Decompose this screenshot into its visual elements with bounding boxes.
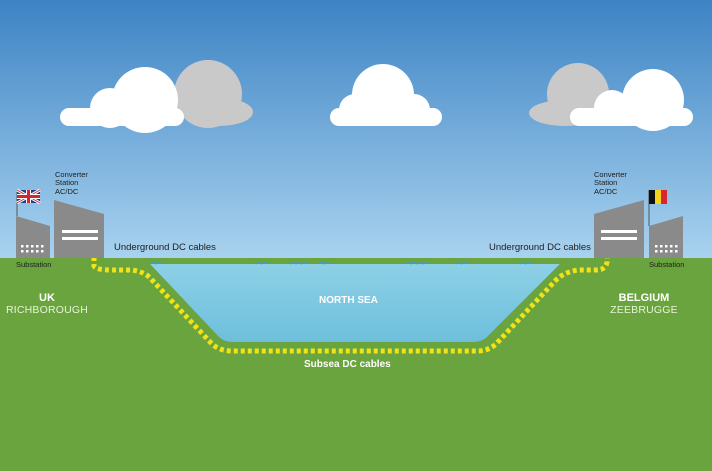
cloud-right [529, 63, 693, 131]
left-converter-line-2: Station [55, 178, 79, 188]
wave-ripples [149, 261, 533, 265]
subsea-cables-label: Subsea DC cables [304, 359, 391, 370]
left-converter-station [54, 200, 104, 258]
left-converter-line-1: Converter [55, 170, 88, 179]
dc-cable [91, 250, 610, 354]
underground-cables-right-label: Underground DC cables [489, 242, 591, 253]
left-converter-line-3: AC/DC [55, 186, 79, 196]
underground-cables-left-label: Underground DC cables [114, 242, 216, 253]
left-town-label: RICHBOROUGH [5, 304, 89, 316]
right-converter-station [594, 200, 644, 258]
right-substation-label: Substation [649, 260, 685, 269]
north-sea [150, 264, 560, 342]
right-town-label: ZEEBRUGGE [610, 304, 678, 316]
union-jack-flag [16, 188, 41, 205]
right-converter-line-3: AC/DC [594, 186, 618, 196]
right-country-label: BELGIUM [618, 292, 670, 304]
cloud-center [330, 64, 442, 126]
right-converter-label: Converter Station AC/DC [594, 170, 627, 196]
ground-right-shoulder [488, 258, 712, 336]
ground-left-shoulder [0, 258, 218, 336]
right-substation [649, 216, 683, 258]
north-sea-label: NORTH SEA [319, 295, 378, 306]
right-converter-line-2: Station [594, 178, 618, 188]
left-substation-label: Substation [16, 260, 52, 269]
cloud-left [60, 60, 253, 133]
left-substation [16, 216, 50, 258]
belgium-flag [649, 190, 667, 204]
left-country-label: UK [39, 292, 55, 304]
right-converter-line-1: Converter [594, 170, 627, 179]
left-converter-label: Converter Station AC/DC [55, 170, 88, 196]
